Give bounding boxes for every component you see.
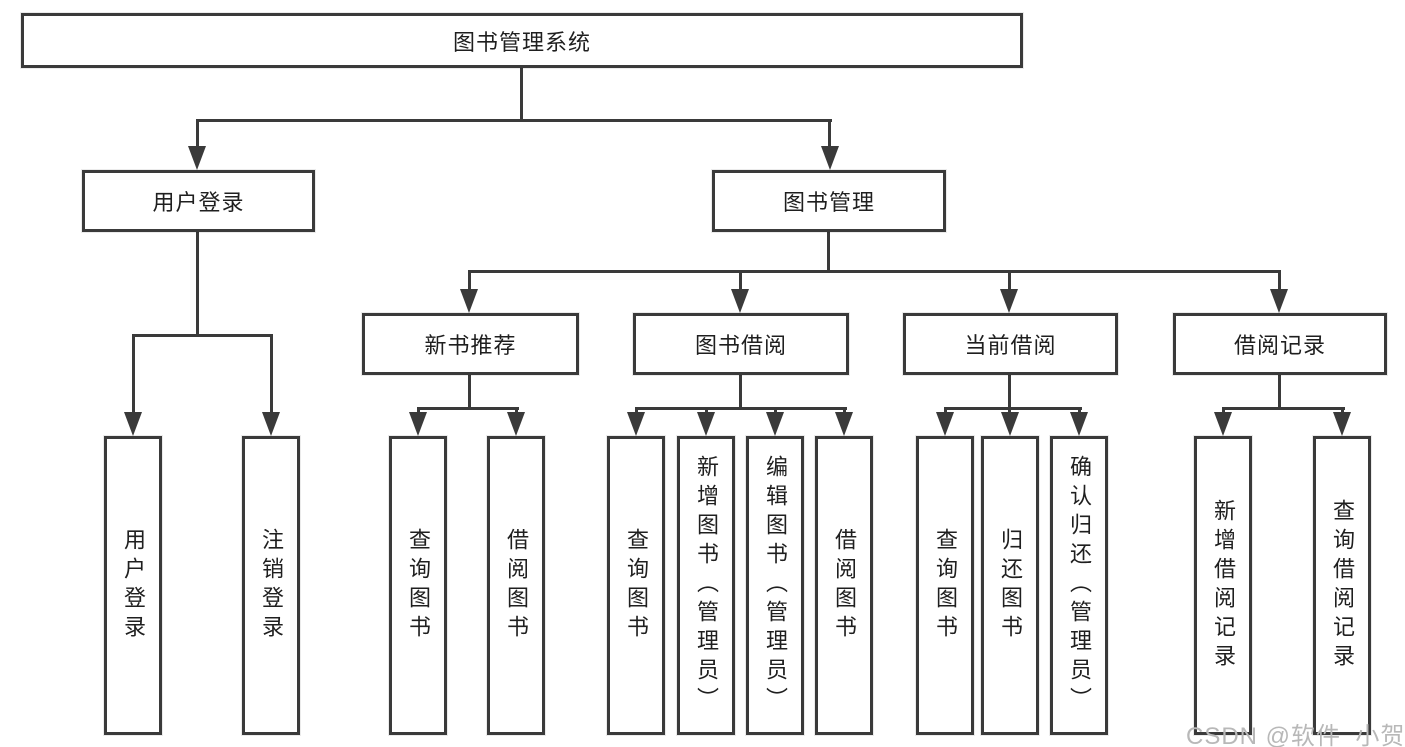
connector-line (739, 375, 742, 409)
connector-line (1341, 407, 1344, 415)
arrow-down-icon (1000, 289, 1018, 313)
node-return-books: 归还图书 (981, 436, 1039, 735)
arrow-down-icon (731, 289, 749, 313)
node-borrow-books-2: 借阅图书 (815, 436, 873, 735)
arrow-down-icon (821, 146, 839, 170)
connector-line (827, 232, 830, 272)
arrow-down-icon (124, 412, 142, 436)
connector-line (1078, 407, 1081, 415)
connector-line (468, 270, 471, 291)
connector-line (705, 407, 708, 415)
arrow-down-icon (1001, 412, 1019, 436)
arrow-down-icon (1333, 412, 1351, 436)
connector-line (843, 407, 846, 415)
connector-line (270, 334, 273, 414)
arrow-down-icon (627, 412, 645, 436)
arrow-down-icon (1070, 412, 1088, 436)
connector-line (1008, 375, 1011, 409)
connector-line (468, 375, 471, 409)
node-root: 图书管理系统 (21, 13, 1023, 68)
arrow-down-icon (188, 146, 206, 170)
csdn-watermark: CSDN @软件_小贺同学 (1186, 723, 1405, 747)
connector-line (417, 407, 519, 410)
node-user-login-branch: 用户登录 (82, 170, 315, 232)
arrow-down-icon (766, 412, 784, 436)
node-current-borrowing: 当前借阅 (903, 313, 1118, 375)
connector-line (635, 407, 847, 410)
connector-line (196, 119, 832, 122)
connector-line (132, 334, 135, 414)
node-book-borrowing: 图书借阅 (633, 313, 849, 375)
node-query-books-2: 查询图书 (607, 436, 665, 735)
arrow-down-icon (460, 289, 478, 313)
arrow-down-icon (936, 412, 954, 436)
connector-line (944, 407, 1082, 410)
connector-line (1278, 270, 1281, 291)
connector-line (1222, 407, 1345, 410)
connector-line (635, 407, 638, 415)
node-add-borrowing-record: 新增借阅记录 (1194, 436, 1252, 735)
connector-line (1278, 375, 1281, 409)
node-new-book-recommend: 新书推荐 (362, 313, 579, 375)
connector-line (196, 232, 199, 336)
connector-line (132, 334, 273, 337)
arrow-down-icon (1270, 289, 1288, 313)
connector-line (515, 407, 518, 415)
connector-line (1008, 270, 1011, 291)
node-borrow-books-1: 借阅图书 (487, 436, 545, 735)
node-confirm-return-admin: 确认归还（管理员） (1050, 436, 1108, 735)
connector-line (774, 407, 777, 415)
node-query-borrowing-record: 查询借阅记录 (1313, 436, 1371, 735)
node-user-login: 用户登录 (104, 436, 162, 735)
node-borrowing-records: 借阅记录 (1173, 313, 1387, 375)
node-logout: 注销登录 (242, 436, 300, 735)
connector-line (1222, 407, 1225, 415)
arrow-down-icon (409, 412, 427, 436)
connector-line (468, 270, 1281, 273)
arrow-down-icon (835, 412, 853, 436)
arrow-down-icon (262, 412, 280, 436)
connector-line (417, 407, 420, 415)
connector-line (196, 119, 199, 149)
node-book-management: 图书管理 (712, 170, 946, 232)
node-query-books-3: 查询图书 (916, 436, 974, 735)
connector-line (944, 407, 947, 415)
connector-line (828, 119, 831, 149)
arrow-down-icon (1214, 412, 1232, 436)
connector-line (520, 68, 523, 121)
connector-line (739, 270, 742, 291)
arrow-down-icon (507, 412, 525, 436)
node-query-books-1: 查询图书 (389, 436, 447, 735)
node-edit-books-admin: 编辑图书（管理员） (746, 436, 804, 735)
connector-line (1008, 407, 1011, 415)
arrow-down-icon (697, 412, 715, 436)
node-add-books-admin: 新增图书（管理员） (677, 436, 735, 735)
